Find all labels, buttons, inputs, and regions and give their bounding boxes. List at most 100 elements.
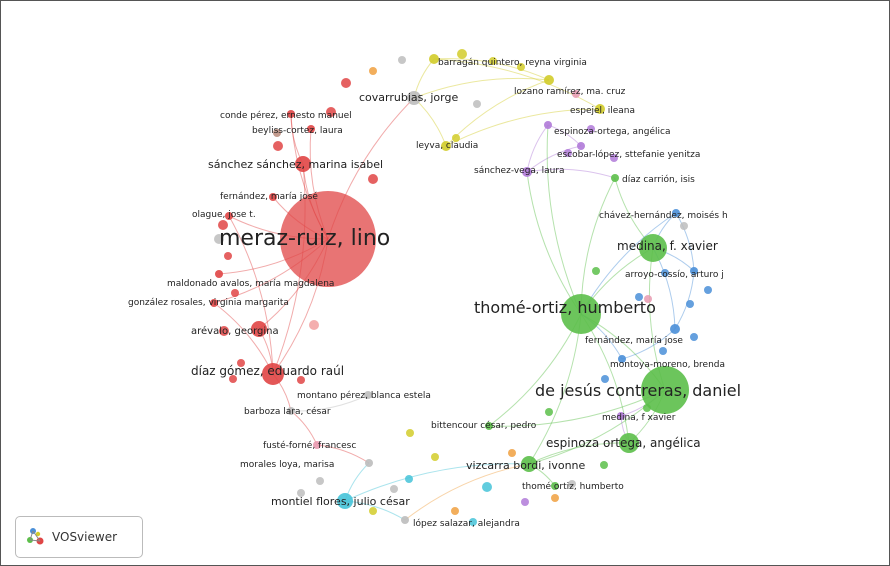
network-node-unlabeled[interactable] — [635, 293, 643, 301]
network-node-unlabeled[interactable] — [551, 494, 559, 502]
network-node-unlabeled[interactable] — [457, 49, 467, 59]
network-node-unlabeled[interactable] — [661, 269, 669, 277]
network-node-barragan[interactable] — [429, 54, 439, 64]
network-node-label: montiel flores, julio césar — [271, 495, 410, 508]
network-node-fernandezmj2[interactable] — [670, 324, 680, 334]
network-node-montano[interactable] — [364, 391, 372, 399]
network-node-maldonado[interactable] — [215, 270, 223, 278]
network-node-escobar[interactable] — [577, 142, 585, 150]
network-node-unlabeled[interactable] — [297, 489, 305, 497]
network-node-unlabeled[interactable] — [680, 222, 688, 230]
network-node-unlabeled[interactable] — [369, 67, 377, 75]
network-node-beyliss[interactable] — [307, 125, 315, 133]
network-node-olague[interactable] — [225, 212, 233, 220]
network-edge — [445, 108, 601, 147]
network-node-montiel[interactable] — [337, 493, 353, 509]
network-edge — [488, 313, 582, 427]
network-node-lozano[interactable] — [544, 75, 554, 85]
network-node-unlabeled[interactable] — [224, 252, 232, 260]
network-node-unlabeled[interactable] — [326, 107, 336, 117]
network-node-unlabeled[interactable] — [489, 57, 497, 65]
network-node-unlabeled[interactable] — [601, 375, 609, 383]
network-node-label: fernández, maría jose — [585, 336, 683, 346]
network-node-unlabeled[interactable] — [341, 78, 351, 88]
network-node-unlabeled[interactable] — [587, 125, 595, 133]
network-node-unlabeled[interactable] — [405, 475, 413, 483]
network-node-unlabeled[interactable] — [545, 408, 553, 416]
network-node-arroyo[interactable] — [690, 267, 698, 275]
network-node-espejel[interactable] — [595, 104, 605, 114]
network-node-chavez[interactable] — [672, 209, 680, 217]
network-node-morales[interactable] — [365, 459, 373, 467]
network-node-fernandezmj1[interactable] — [269, 193, 277, 201]
network-node-unlabeled[interactable] — [390, 485, 398, 493]
network-node-label: fusté-forné, francesc — [263, 440, 356, 451]
network-node-conde[interactable] — [287, 110, 295, 118]
network-node-unlabeled[interactable] — [369, 507, 377, 515]
network-node-unlabeled[interactable] — [237, 359, 245, 367]
network-node-vizcarra[interactable] — [521, 456, 537, 472]
network-node-unlabeled[interactable] — [473, 100, 481, 108]
network-node-unlabeled[interactable] — [219, 326, 229, 336]
network-node-unlabeled[interactable] — [592, 267, 600, 275]
network-node-barboza[interactable] — [287, 407, 295, 415]
network-node-unlabeled[interactable] — [231, 289, 239, 297]
network-node-covarrubias[interactable] — [407, 91, 421, 105]
network-node-unlabeled[interactable] — [659, 347, 667, 355]
network-node-unlabeled[interactable] — [229, 375, 237, 383]
vosviewer-logo-text: VOSviewer — [52, 530, 118, 544]
network-node-unlabeled[interactable] — [214, 234, 224, 244]
network-node-sanchez[interactable] — [295, 156, 311, 172]
network-node-unlabeled[interactable] — [704, 286, 712, 294]
vosviewer-logo-box[interactable]: VOSviewer — [15, 516, 143, 558]
network-node-unlabeled[interactable] — [686, 300, 694, 308]
network-node-meraz[interactable] — [280, 191, 376, 287]
network-node-diazgomez[interactable] — [262, 363, 284, 385]
network-node-unlabeled[interactable] — [451, 507, 459, 515]
network-node-label: thomé-ortiz, humberto — [474, 298, 656, 317]
network-node-unlabeled[interactable] — [600, 461, 608, 469]
network-node-thome[interactable] — [561, 294, 601, 334]
network-node-unlabeled[interactable] — [368, 174, 378, 184]
network-node-fuste[interactable] — [313, 441, 321, 449]
network-node-bittencour[interactable] — [485, 422, 493, 430]
network-node-unlabeled[interactable] — [482, 482, 492, 492]
network-node-lopezsalazar[interactable] — [401, 516, 409, 524]
network-node-sanchezvega[interactable] — [522, 167, 532, 177]
network-node-unlabeled[interactable] — [690, 333, 698, 341]
network-node-unlabeled[interactable] — [517, 63, 525, 71]
network-node-label: espinoza-ortega, angélica — [554, 126, 670, 137]
network-node-unlabeled[interactable] — [431, 453, 439, 461]
network-node-espinozaort2[interactable] — [619, 433, 639, 453]
network-node-leyva[interactable] — [441, 141, 451, 151]
network-node-arevalo[interactable] — [251, 321, 267, 337]
network-node-unlabeled[interactable] — [273, 129, 281, 137]
network-node-unlabeled[interactable] — [218, 220, 228, 230]
network-node-diazcarrion[interactable] — [611, 174, 619, 182]
network-node-thomeortiz2[interactable] — [551, 482, 559, 490]
network-node-unlabeled[interactable] — [568, 480, 576, 488]
network-node-unlabeled[interactable] — [297, 376, 305, 384]
network-node-dejesus[interactable] — [641, 366, 689, 414]
network-node-unlabeled[interactable] — [564, 149, 572, 157]
network-node-unlabeled[interactable] — [644, 295, 652, 303]
network-node-unlabeled[interactable] — [521, 498, 529, 506]
network-node-unlabeled[interactable] — [610, 154, 618, 162]
network-node-unlabeled[interactable] — [469, 518, 477, 526]
network-node-unlabeled[interactable] — [572, 90, 580, 98]
network-node-medina[interactable] — [639, 234, 667, 262]
network-node-unlabeled[interactable] — [406, 429, 414, 437]
network-node-medinafx2[interactable] — [617, 412, 625, 420]
network-node-unlabeled[interactable] — [508, 449, 516, 457]
network-node-unlabeled[interactable] — [398, 56, 406, 64]
network-node-unlabeled[interactable] — [273, 141, 283, 151]
network-node-unlabeled[interactable] — [452, 134, 460, 142]
network-node-unlabeled[interactable] — [309, 320, 319, 330]
network-node-espinozaort1[interactable] — [544, 121, 552, 129]
network-node-montoya[interactable] — [618, 355, 626, 363]
network-node-gonzalez[interactable] — [210, 299, 218, 307]
network-node-unlabeled[interactable] — [316, 477, 324, 485]
network-node-label: lópez salazar, alejandra — [413, 518, 520, 529]
